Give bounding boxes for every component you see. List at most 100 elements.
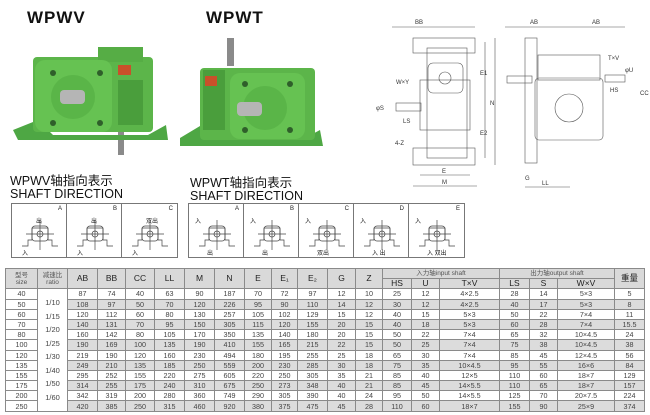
table-cell: 129 <box>297 308 328 320</box>
table-cell: 21 <box>355 369 383 382</box>
table-cell: 25 <box>411 339 440 351</box>
ratio-value: 1/50 <box>45 379 60 388</box>
col-wxv: W×V <box>557 278 615 290</box>
table-cell: 180 <box>244 349 272 361</box>
table-cell: 15 <box>355 318 383 331</box>
table-cell: 410 <box>214 339 245 351</box>
table-cell: 60 <box>125 308 155 320</box>
table-cell: 30 <box>327 359 356 371</box>
table-cell: 40 <box>411 369 440 382</box>
table-cell: 169 <box>97 339 126 351</box>
table-cell: 390 <box>297 390 328 402</box>
table-cell: 40 <box>125 288 155 300</box>
table-cell: 15 <box>411 308 440 320</box>
table-cell: 240 <box>154 380 185 392</box>
table-cell: 190 <box>67 339 98 351</box>
bottom-shaft-label: 入 <box>22 251 29 257</box>
table-cell: 90 <box>271 298 298 310</box>
table-cell: 16×6 <box>557 359 615 371</box>
table-cell: 32 <box>529 329 558 341</box>
table-cell: 195 <box>271 349 298 361</box>
table-cell: 250 <box>125 400 155 412</box>
table-cell: 18 <box>355 359 383 371</box>
table-cell: 130 <box>184 308 215 320</box>
wpwv-shaft-direction-title: WPWV轴指向表示 SHAFT DIRECTION <box>10 174 123 201</box>
bottom-shaft-label: 入 <box>132 251 139 257</box>
table-cell: 97 <box>97 298 126 310</box>
table-cell: 135 <box>5 359 38 371</box>
table-cell: 249 <box>67 359 98 371</box>
direction-letter: C <box>168 206 173 212</box>
table-cell: 100 <box>5 339 38 351</box>
table-cell: 18 <box>411 318 440 331</box>
table-cell: 12 <box>411 298 440 310</box>
table-cell: 18×7 <box>557 380 615 392</box>
table-cell: 60 <box>499 318 530 331</box>
table-cell: 35 <box>411 359 440 371</box>
table-cell: 40 <box>5 288 38 300</box>
table-cell: 45 <box>327 400 356 412</box>
table-cell: 40 <box>327 380 356 392</box>
label-wxy: W×Y <box>396 80 409 86</box>
col-e: E <box>244 267 272 290</box>
table-cell: 95 <box>382 390 412 402</box>
ratio-value: 1/30 <box>45 352 60 361</box>
col-bb: BB <box>97 267 126 290</box>
wpwt-shaft-direction-title: WPWT轴指向表示 SHAFT DIRECTION <box>190 176 303 203</box>
table-cell: 142 <box>97 329 126 341</box>
table-cell: 129 <box>614 369 645 382</box>
table-cell: 80 <box>125 329 155 341</box>
table-cell: 920 <box>214 400 245 412</box>
table-cell: 7×4 <box>439 329 500 341</box>
table-cell: 12 <box>411 288 440 300</box>
table-cell: 108 <box>67 298 98 310</box>
table-cell: 50 <box>5 298 38 310</box>
ratio-value: 1/60 <box>45 392 60 402</box>
table-cell: 350 <box>214 329 245 341</box>
table-cell: 95 <box>499 359 530 371</box>
wpwt-gearbox-photo <box>180 38 323 146</box>
table-cell: 250 <box>271 369 298 382</box>
table-cell: 185 <box>154 359 185 371</box>
table-cell: 120 <box>125 349 155 361</box>
table-cell: 314 <box>67 380 98 392</box>
col-ll: LL <box>154 267 185 290</box>
table-cell: 360 <box>184 390 215 402</box>
table-cell: 35 <box>327 369 356 382</box>
table-cell: 15 <box>355 329 383 341</box>
table-cell: 374 <box>614 400 645 412</box>
table-cell: 210 <box>97 359 126 371</box>
table-cell: 18×7 <box>439 400 500 412</box>
table-cell: 285 <box>297 359 328 371</box>
table-cell: 190 <box>97 349 126 361</box>
gearbox-outline-icon <box>199 220 235 250</box>
table-cell: 310 <box>184 380 215 392</box>
direction-letter: D <box>399 206 404 212</box>
col-txv: T×V <box>439 278 500 290</box>
table-cell: 420 <box>67 400 98 412</box>
label-ab-left: AB <box>530 20 538 26</box>
col-e2: E₂ <box>297 267 328 290</box>
table-cell: 10 <box>355 288 383 300</box>
table-cell: 24 <box>355 390 383 402</box>
table-cell: 120 <box>5 349 38 361</box>
table-cell: 110 <box>499 380 530 392</box>
table-cell: 305 <box>297 369 328 382</box>
table-cell: 40 <box>327 390 356 402</box>
table-cell: 140 <box>271 329 298 341</box>
table-cell: 12 <box>355 308 383 320</box>
table-cell: 559 <box>214 359 245 371</box>
table-cell: 115 <box>244 318 272 331</box>
table-cell: 280 <box>154 390 185 402</box>
